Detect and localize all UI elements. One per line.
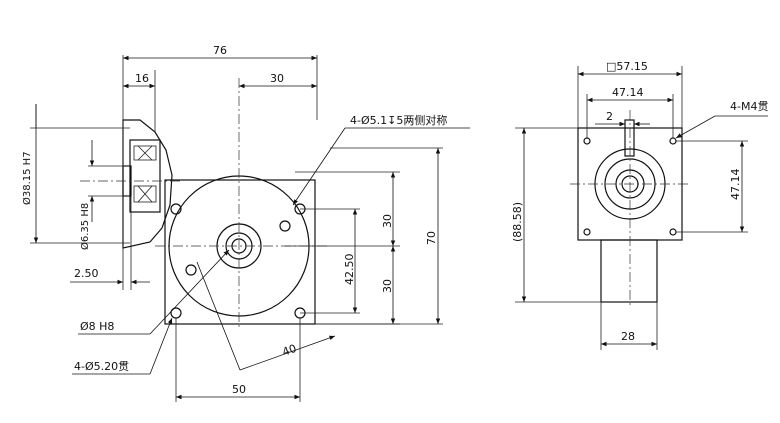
dim-30-upper: 30 [381,214,394,228]
callout-tapped-holes: 4-Ø5.1↧5两侧对称 [350,113,447,127]
dim-50: 50 [232,383,246,396]
dim-bore-small: Ø6.35 H8 [79,203,91,250]
dim-2-50: 2.50 [74,267,99,280]
dim-30-top: 30 [270,72,284,85]
callout-m4: 4-M4贯 [730,100,768,113]
side-bearing-block [129,139,161,213]
side-bearing-upper [133,145,157,161]
front-flange-square [164,179,316,325]
side-flange-outline [122,119,173,249]
dim-bore-large: Ø38.15 H7 [21,151,33,205]
dim-40: 40 [281,342,299,359]
dim-76: 76 [213,44,227,57]
front-tap-right [279,220,291,232]
dim-key: 2 [606,110,613,123]
callout-through-holes: 4-Ø5.20贯 [74,360,129,373]
end-hole-tr [669,137,677,145]
end-hole-bl [583,228,591,236]
end-hole-br [669,228,677,236]
side-bearing-lower [133,185,157,203]
callout-shaft-fit: Ø8 H8 [80,320,114,333]
dim-square: □57.15 [606,60,648,73]
dim-28: 28 [621,330,635,343]
end-shaft-housing [600,239,658,303]
side-view: 76 16 30 Ø38.15 H7 Ø6.35 H8 2.50 [21,44,318,290]
end-hole-tl [583,137,591,145]
dim-70: 70 [425,231,438,245]
front-hole-tl [170,203,182,215]
dim-30-lower: 30 [381,279,394,293]
front-view: 30 42.50 30 70 40 50 4-Ø5.1↧5两侧对称 Ø8 H8 … [72,78,470,402]
dim-88-58: (88.58) [511,202,524,242]
dim-47-14-right: 47.14 [729,169,742,201]
front-tap-left [185,264,197,276]
end-view: □57.15 47.14 2 4-M4贯 47.14 (88.58) 28 [511,60,768,350]
dim-16: 16 [135,72,149,85]
dim-42-50: 42.50 [343,254,356,286]
dim-47-14-top: 47.14 [612,86,644,99]
end-keyway [624,119,635,157]
